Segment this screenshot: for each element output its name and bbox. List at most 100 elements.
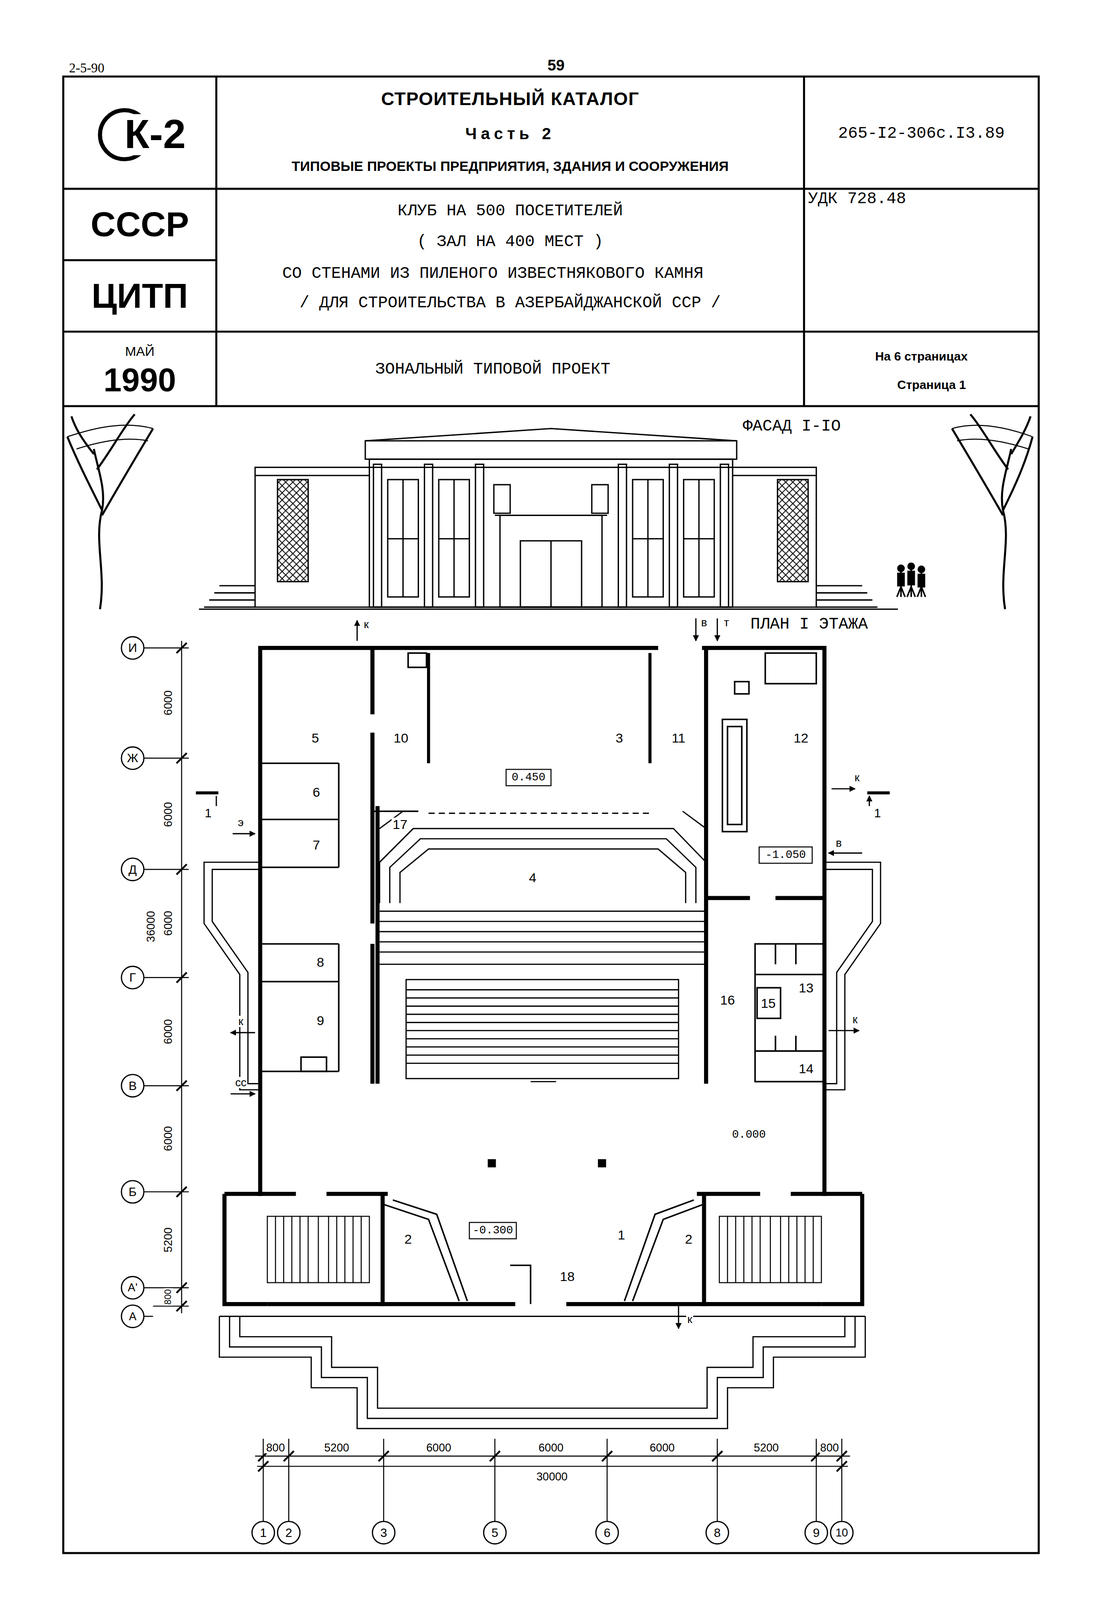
entrance-mark: к <box>686 1314 694 1326</box>
dimension: 5200 <box>162 1226 174 1254</box>
page-count-anchor: На 6 страницах <box>874 349 969 363</box>
room-number-anchor: 14 <box>797 1061 815 1075</box>
section-mark: 1 <box>873 807 883 820</box>
axis-label: 9 <box>811 1527 821 1540</box>
drawing-title-anchor: ФАСАД I-IO <box>741 418 842 435</box>
section-mark-anchor: 1 <box>873 807 883 820</box>
room-number-anchor: 3 <box>614 731 625 745</box>
dimension: 6000 <box>162 1018 174 1046</box>
dimension: 6000 <box>162 690 174 717</box>
axis-label: 6 <box>602 1527 612 1540</box>
room-number: 2 <box>403 1232 413 1246</box>
dimension-anchor: 800 <box>265 1442 286 1454</box>
axis-label-anchor: А <box>128 1311 138 1323</box>
axis-label: 8 <box>712 1527 722 1540</box>
axis-label: А' <box>127 1282 139 1294</box>
room-number: 14 <box>797 1061 815 1075</box>
dimension-anchor: 6000 <box>162 1125 174 1153</box>
project-title: СО СТЕНАМИ ИЗ ПИЛЕНОГО ИЗВЕСТНЯКОВОГО КА… <box>281 265 705 282</box>
axis-label: Г <box>128 971 137 984</box>
section-mark <box>195 793 890 807</box>
room-number: 10 <box>392 731 410 745</box>
level-mark: 0.000 <box>731 1129 767 1141</box>
room-number: 1 <box>616 1228 627 1242</box>
logo-mark: К-2 <box>123 114 187 156</box>
dimension: 6000 <box>162 1125 174 1153</box>
room-number: 8 <box>315 955 326 969</box>
entrance-mark: т <box>723 617 731 629</box>
axis-label-anchor: 9 <box>811 1527 821 1540</box>
axis-label-anchor: 8 <box>712 1527 722 1540</box>
level-mark: -1.050 <box>764 849 807 862</box>
axis-label-anchor: В <box>127 1080 138 1093</box>
dimension-anchor: 30000 <box>535 1471 569 1483</box>
room-number-anchor: 5 <box>310 731 321 745</box>
axis-bubble <box>121 636 854 1545</box>
axis-label: И <box>127 641 139 655</box>
entrance-mark: к <box>851 1014 859 1026</box>
axis-label: 2 <box>284 1527 294 1540</box>
room-number-anchor: 12 <box>792 731 810 745</box>
room-number: 13 <box>797 981 815 995</box>
facade-drawing <box>199 428 898 610</box>
axis-label: Д <box>127 863 138 876</box>
axis-label: Ж <box>126 752 140 765</box>
room-number-anchor: 8 <box>315 955 326 969</box>
drawing-title: ПЛАН I ЭТАЖА <box>749 616 869 634</box>
dimension: 6000 <box>537 1442 565 1454</box>
entrance-mark: к <box>237 1016 245 1028</box>
country-mark-anchor: СССР <box>89 207 190 242</box>
room-number: 2 <box>683 1232 694 1246</box>
room-number-anchor: 7 <box>311 838 321 852</box>
entrance-mark: сс <box>234 1077 248 1089</box>
dimension: 5200 <box>323 1442 350 1454</box>
tree-symbol <box>67 414 1033 610</box>
room-number: 9 <box>315 1014 326 1028</box>
room-number-anchor: 9 <box>315 1014 326 1028</box>
stage-and-seating <box>379 811 706 1082</box>
axis-label-anchor: 1 <box>258 1527 268 1540</box>
room-number-anchor: 10 <box>392 731 410 745</box>
level-box <box>469 769 813 1239</box>
sheet-code-anchor: 2-5-90 <box>68 61 106 75</box>
dimension-anchor: 6000 <box>162 910 174 938</box>
axis-label: 10 <box>834 1527 850 1539</box>
entrance-mark-anchor: сс <box>234 1077 248 1089</box>
project-code: 265-I2-306с.I3.89 <box>837 125 1006 143</box>
room-number-anchor: 1 <box>616 1228 627 1242</box>
plan-walls <box>224 647 862 1307</box>
udc-code: УДК 728.48 <box>807 191 908 208</box>
entrance-mark: э <box>236 817 245 829</box>
page-number: 59 <box>546 57 566 73</box>
room-number: 7 <box>311 838 321 852</box>
section-mark-anchor: 1 <box>203 807 213 820</box>
axis-label-anchor: Ж <box>126 752 140 765</box>
terrace-steps <box>204 862 881 1430</box>
axis-label: А <box>128 1311 138 1323</box>
axis-label-anchor: А' <box>127 1282 139 1294</box>
page-count: На 6 страницах <box>874 349 969 363</box>
room-number: 16 <box>718 993 736 1007</box>
axis-label-anchor: Д <box>127 863 138 876</box>
drawing-title: ФАСАД I-IO <box>741 418 842 435</box>
level-mark: 0.450 <box>510 772 547 784</box>
room-number: 11 <box>670 731 687 745</box>
room-number: 3 <box>614 731 625 745</box>
dimension: 800 <box>265 1442 286 1454</box>
axis-label: 5 <box>490 1527 500 1540</box>
logo-mark-anchor: К-2 <box>123 114 187 156</box>
dimension-anchor: 6000 <box>162 690 174 717</box>
catalog-title: СТРОИТЕЛЬНЫЙ КАТАЛОГ <box>380 89 641 108</box>
entrance-mark: к <box>853 772 861 784</box>
entrance-mark-anchor: э <box>236 817 245 829</box>
dimension-anchor: 6000 <box>162 1018 174 1046</box>
entrance-mark-anchor: к <box>851 1014 859 1026</box>
page-number-anchor: 59 <box>546 57 566 73</box>
drawing-title-anchor: ПЛАН I ЭТАЖА <box>749 616 869 634</box>
dimension: 36000 <box>145 910 157 944</box>
room-number-anchor: 16 <box>718 993 736 1007</box>
issue-month-anchor: МАЙ <box>124 344 156 358</box>
project-title: ( ЗАЛ НА 400 МЕСТ ) <box>416 233 605 250</box>
level-mark: -0.300 <box>471 1225 514 1237</box>
